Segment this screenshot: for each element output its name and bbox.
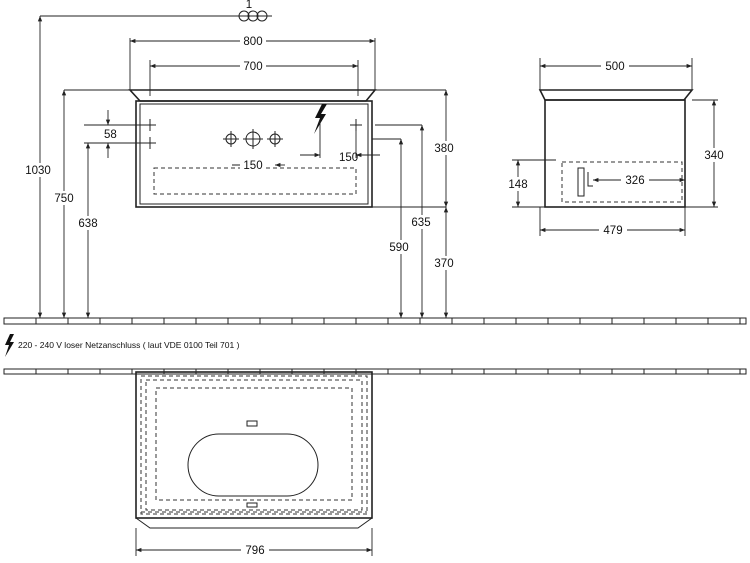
- side-view: 500 340 148 326 479: [504, 58, 729, 237]
- front-view: 1: [22, 0, 461, 318]
- electrical-note: 220 - 240 V loser Netzanschluss ( laut V…: [18, 340, 240, 350]
- wall-band: [3, 368, 747, 375]
- dim-479: 479: [603, 225, 622, 237]
- dim-800: 800: [243, 36, 262, 48]
- dim-340: 340: [704, 150, 723, 162]
- dim-326: 326: [625, 175, 644, 187]
- dim-148: 148: [508, 179, 527, 191]
- overflow-slot: [246, 420, 258, 427]
- dim-500: 500: [605, 61, 624, 73]
- plan-front-edge: [135, 517, 373, 529]
- dim-370: 370: [434, 258, 453, 270]
- side-siphon-2: [587, 172, 593, 187]
- fitting-icon: [223, 129, 283, 149]
- dim-590: 590: [389, 242, 408, 254]
- dim-638: 638: [78, 218, 97, 230]
- top-label: 1: [246, 0, 252, 11]
- valve-symbol-icon: [236, 10, 272, 22]
- electrical-icon: [314, 104, 327, 134]
- dim-796: 796: [245, 545, 264, 557]
- electrical-note-icon: [5, 334, 14, 357]
- side-cabinet: [544, 99, 686, 208]
- dim-380: 380: [434, 143, 453, 155]
- side-countertop: [538, 89, 694, 101]
- cabinet-body: [135, 100, 373, 208]
- dim-58: 58: [104, 129, 117, 141]
- dim-150-right: 150: [339, 152, 358, 164]
- plan-outline: [135, 371, 373, 519]
- dim-750: 750: [54, 193, 73, 205]
- cabinet-inner: [139, 103, 369, 205]
- dim-150-center: 150: [243, 160, 262, 172]
- cross-mark-icon: [144, 119, 362, 149]
- basin-outline: [187, 433, 319, 497]
- dim-700: 700: [243, 61, 262, 73]
- dim-1030: 1030: [25, 165, 51, 177]
- drain-slot: [246, 502, 258, 508]
- floor-band: [3, 317, 747, 325]
- side-siphon: [577, 167, 585, 197]
- countertop: [128, 89, 377, 102]
- plan-view: 796: [135, 371, 373, 557]
- dim-635: 635: [411, 217, 430, 229]
